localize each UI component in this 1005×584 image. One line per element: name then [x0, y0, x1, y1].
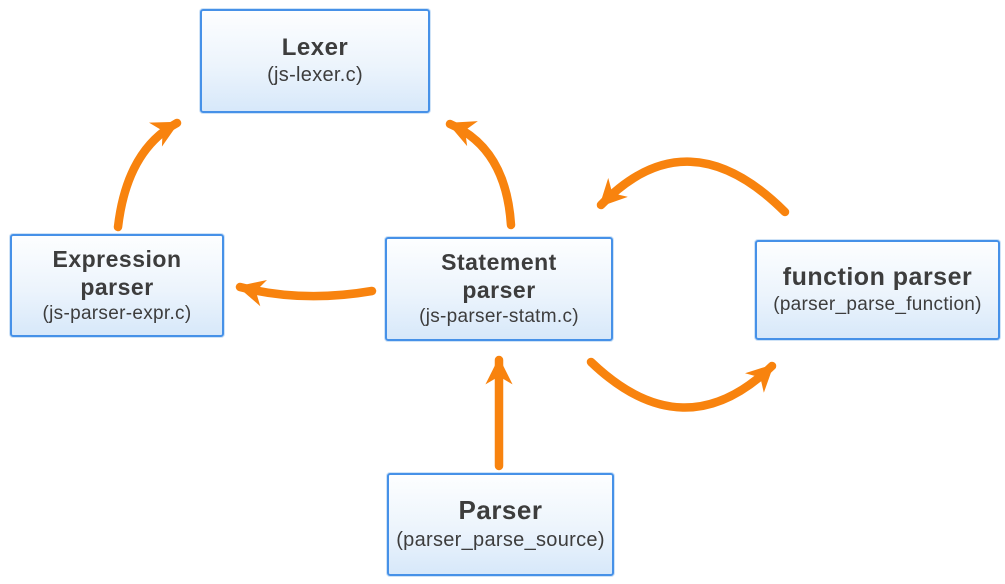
edge-statement-parser-to-lexer: [445, 119, 516, 230]
edge-statement-parser-to-function-parser: [586, 357, 777, 412]
node-lexer[interactable]: Lexer (js-lexer.c): [200, 9, 430, 113]
node-parser[interactable]: Parser(parser_parse_source): [387, 473, 614, 576]
node-subtitle: (js-parser-statm.c): [419, 306, 579, 328]
node-subtitle: (js-lexer.c): [267, 64, 363, 87]
node-title: function parser: [782, 262, 973, 291]
node-title: parser: [462, 277, 536, 304]
edge-statement-parser-to-expression-parser: [235, 279, 377, 307]
node-subtitle: (parser_parse_source): [396, 528, 605, 551]
node-title: Lexer: [281, 33, 349, 61]
node-subtitle: (js-parser-expr.c): [42, 302, 192, 324]
edge-expression-parser-to-lexer: [113, 118, 182, 232]
node-subtitle: (parser_parse_function): [773, 294, 982, 316]
node-function-parser[interactable]: function parser (parser_parse_function): [755, 240, 1000, 340]
node-title: Statement: [441, 249, 557, 276]
node-title: parser: [80, 273, 154, 300]
edge-function-parser-to-statement-parser: [596, 157, 790, 217]
node-title: Parser: [458, 495, 543, 526]
node-title: Expression: [52, 245, 182, 272]
